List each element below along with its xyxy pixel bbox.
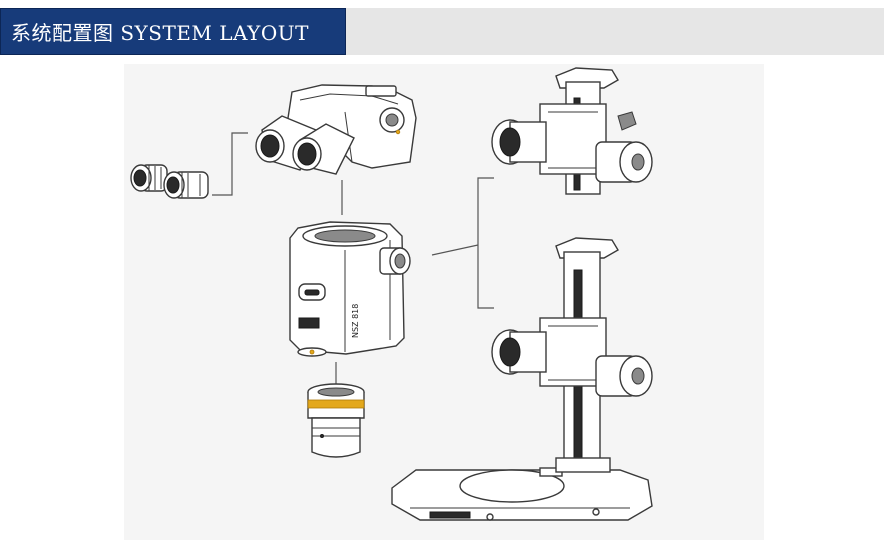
title-banner: 系统配置图 SYSTEM LAYOUT [0, 8, 346, 55]
track-stand-illustration [391, 237, 653, 521]
page-title: 系统配置图 SYSTEM LAYOUT [11, 21, 309, 45]
diagram-panel [124, 64, 764, 540]
objective-lens-illustration [307, 383, 365, 458]
connector-lines [212, 132, 494, 385]
zoom-body-label: NSZ 818 [351, 304, 360, 338]
eyepieces-illustration [130, 164, 209, 199]
zoom-body-illustration: NSZ 818 [289, 221, 411, 357]
binocular-head-illustration [255, 84, 417, 175]
focus-mount-illustration [491, 67, 653, 195]
